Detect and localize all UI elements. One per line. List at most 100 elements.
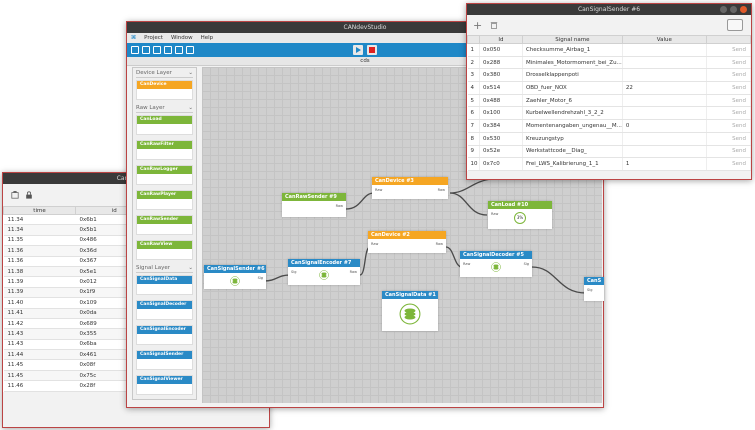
output-port[interactable]: Raw [435,242,443,246]
value-input[interactable]: 22 [622,81,707,95]
node-sig-data1[interactable]: CanSignalData #1 [382,291,438,331]
palette-item[interactable]: CanRawView [136,240,193,260]
value-input[interactable] [622,132,707,146]
sig-column-header[interactable]: Id [479,35,523,44]
input-port[interactable]: Sig [291,270,297,274]
input-port[interactable]: Raw [491,212,499,216]
main-window-titlebar[interactable]: CANdevStudio [127,22,603,33]
log-column-header[interactable]: time [2,206,77,215]
save-icon[interactable] [153,46,161,54]
palette-item[interactable]: CanDevice [136,80,193,100]
start-simulation-button[interactable] [353,45,363,55]
palette-item[interactable]: CanRawSender [136,215,193,235]
export-icon[interactable] [186,46,194,54]
stop-simulation-button[interactable] [367,45,377,55]
send-button[interactable]: Send [706,145,752,159]
dock-window-button[interactable] [727,19,743,31]
send-button[interactable]: Send [706,157,752,171]
sig-column-header[interactable]: Value [621,35,707,44]
send-button[interactable]: Send [706,132,752,146]
value-input[interactable] [622,106,707,121]
value-input[interactable]: 0 [622,119,707,133]
input-port[interactable]: Sig [587,288,593,292]
palette-item[interactable]: CanSignalSender [136,350,193,370]
component-palette: Device Layer⌄ CanDevice Raw Layer⌄ CanLo… [132,67,197,400]
send-button[interactable]: Send [706,56,752,70]
value-input[interactable] [622,145,707,159]
input-port[interactable]: Raw [371,242,379,246]
output-port[interactable]: Raw [349,270,357,274]
new-file-icon[interactable] [131,46,139,54]
palette-item[interactable]: CanRawLogger [136,165,193,185]
sig-cell: Drosselklappenpoti [522,68,623,83]
palette-item[interactable]: CanSignalViewer [136,375,193,395]
send-button[interactable]: Send [706,81,752,95]
sig-column-header[interactable]: Signal name [521,35,623,44]
menu-window[interactable]: Window [170,35,193,41]
input-port[interactable]: Raw [463,262,471,266]
close-icon[interactable] [740,6,747,13]
lock-icon[interactable] [25,191,33,199]
save-as-icon[interactable] [164,46,172,54]
output-port[interactable]: Sig [523,262,529,266]
output-port[interactable]: Raw [437,188,445,192]
palette-item[interactable]: CanLoad [136,115,193,135]
tab-cds[interactable]: cds [127,57,603,66]
value-input[interactable] [622,43,707,57]
send-button[interactable]: Send [706,68,752,83]
palette-item[interactable]: CanRawFilter [136,140,193,160]
send-button[interactable]: Send [706,106,752,121]
add-row-icon[interactable]: + [473,18,483,32]
send-button[interactable]: Send [706,43,752,57]
send-button[interactable]: Send [706,119,752,133]
maximize-icon[interactable] [730,6,737,13]
value-input[interactable] [622,94,707,108]
clear-log-icon[interactable] [11,191,19,199]
menu-help[interactable]: Help [200,35,214,41]
menu-project[interactable]: Project [144,35,163,41]
value-input[interactable] [622,68,707,83]
output-port[interactable]: Raw [335,204,343,208]
open-file-icon[interactable] [142,46,150,54]
log-cell: 0x5e1 [75,266,154,278]
trash-icon[interactable] [490,21,498,29]
value-input[interactable] [622,56,707,70]
sig-column-header[interactable] [705,35,752,44]
palette-section-raw[interactable]: Raw Layer⌄ [136,105,193,113]
sig-cell: Werkstattcode__Diag_ [522,145,623,159]
minimize-icon[interactable] [720,6,727,13]
sig-window-titlebar[interactable]: CanSignalSender #6 [467,4,751,15]
send-button[interactable]: Send [706,94,752,108]
palette-item[interactable]: CanSignalEncoder [136,325,193,345]
input-port[interactable]: Raw [375,188,383,192]
palette-section-signal[interactable]: Signal Layer⌄ [136,265,193,273]
palette-item[interactable]: CanRawPlayer [136,190,193,210]
value-input[interactable]: 1 [622,157,707,171]
palette-item[interactable]: CanSignalDecoder [136,300,193,320]
palette-section-device[interactable]: Device Layer⌄ [136,70,193,78]
log-cell: 0x36d [75,245,154,257]
sig-column-header[interactable] [467,35,480,44]
output-port[interactable]: Sig [257,276,263,280]
palette-item[interactable]: CanSignalData [136,275,193,295]
import-icon[interactable] [175,46,183,54]
